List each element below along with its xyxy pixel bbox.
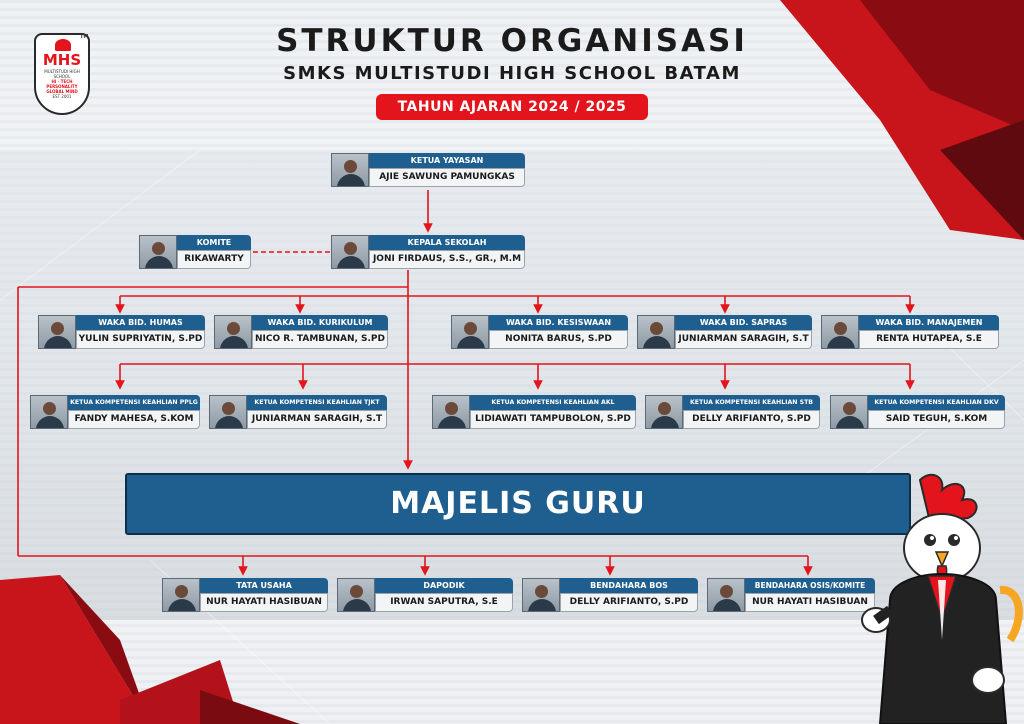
node-role: WAKA BID. MANAJEMEN	[859, 315, 999, 330]
node-kk-dkv: KETUA KOMPETENSI KEAHLIAN DKV SAID TEGUH…	[830, 395, 1005, 429]
node-waka-sapras: WAKA BID. SAPRAS JUNIARMAN SARAGIH, S.T	[637, 315, 812, 349]
node-role: KEPALA SEKOLAH	[369, 235, 525, 250]
node-name: JONI FIRDAUS, S.S., GR., M.M	[369, 250, 525, 269]
node-name: JUNIARMAN SARAGIH, S.T	[675, 330, 812, 349]
node-role: WAKA BID. KURIKULUM	[252, 315, 388, 330]
year-badge: TAHUN AJARAN 2024 / 2025	[375, 94, 649, 120]
photo-placeholder-icon	[214, 315, 252, 349]
school-shield-logo-icon: MHS MULTISTUDI HIGH SCHOOL HI - TECH PER…	[34, 33, 90, 115]
node-name: NUR HAYATI HASIBUAN	[200, 593, 328, 612]
node-name: LIDIAWATI TAMPUBOLON, S.PD	[470, 410, 636, 429]
node-role: KETUA KOMPETENSI KEAHLIAN PPLG	[68, 395, 200, 410]
photo-placeholder-icon	[645, 395, 683, 429]
node-komite: KOMITE RIKAWARTY	[139, 235, 251, 269]
majelis-guru-box: MAJELIS GURU	[125, 473, 911, 535]
node-name: SAID TEGUH, S.KOM	[868, 410, 1005, 429]
photo-placeholder-icon	[331, 153, 369, 187]
photo-placeholder-icon	[337, 578, 375, 612]
logo-line-4: GLOBAL MIND	[46, 89, 78, 94]
node-kk-tjkt: KETUA KOMPETENSI KEAHLIAN TJKT JUNIARMAN…	[209, 395, 387, 429]
photo-placeholder-icon	[162, 578, 200, 612]
node-ketua-yayasan: KETUA YAYASAN AJIE SAWUNG PAMUNGKAS	[331, 153, 525, 187]
photo-placeholder-icon	[139, 235, 177, 269]
node-waka-kurikulum: WAKA BID. KURIKULUM NICO R. TAMBUNAN, S.…	[214, 315, 388, 349]
node-role: WAKA BID. HUMAS	[76, 315, 205, 330]
photo-placeholder-icon	[830, 395, 868, 429]
node-waka-kesiswaan: WAKA BID. KESISWAAN NONITA BARUS, S.PD	[451, 315, 628, 349]
rooster-mascot-icon	[861, 473, 1023, 724]
node-kepala-sekolah: KEPALA SEKOLAH JONI FIRDAUS, S.S., GR., …	[331, 235, 525, 269]
logo-line-3: PERSONALITY	[46, 84, 78, 89]
node-role: BENDAHARA OSIS/KOMITE	[745, 578, 875, 593]
node-name: IRWAN SAPUTRA, S.E	[375, 593, 513, 612]
node-role: KETUA YAYASAN	[369, 153, 525, 168]
node-role: WAKA BID. KESISWAAN	[489, 315, 628, 330]
node-role: BENDAHARA BOS	[560, 578, 698, 593]
photo-placeholder-icon	[38, 315, 76, 349]
logo-line-1: MULTISTUDI HIGH SCHOOL	[44, 69, 80, 79]
photo-placeholder-icon	[209, 395, 247, 429]
node-name: YULIN SUPRIYATIN, S.PD	[76, 330, 205, 349]
logo-line-2: HI - TECH	[51, 79, 73, 84]
node-name: FANDY MAHESA, S.KOM	[68, 410, 200, 429]
node-kk-akl: KETUA KOMPETENSI KEAHLIAN AKL LIDIAWATI …	[432, 395, 636, 429]
background-building-photo	[0, 150, 1024, 620]
node-role: KETUA KOMPETENSI KEAHLIAN TJKT	[247, 395, 387, 410]
node-name: NICO R. TAMBUNAN, S.PD	[252, 330, 388, 349]
photo-placeholder-icon	[432, 395, 470, 429]
photo-placeholder-icon	[30, 395, 68, 429]
rooster-comb-icon	[55, 39, 71, 51]
node-role: KETUA KOMPETENSI KEAHLIAN AKL	[470, 395, 636, 410]
node-role: WAKA BID. SAPRAS	[675, 315, 812, 330]
photo-placeholder-icon	[451, 315, 489, 349]
node-role: KETUA KOMPETENSI KEAHLIAN DKV	[868, 395, 1005, 410]
node-role: KETUA KOMPETENSI KEAHLIAN STB	[683, 395, 820, 410]
logo-mark: MHS	[42, 51, 82, 69]
node-name: DELLY ARIFIANTO, S.PD	[683, 410, 820, 429]
node-name: DELLY ARIFIANTO, S.PD	[560, 593, 698, 612]
node-name: RENTA HUTAPEA, S.E	[859, 330, 999, 349]
node-name: RIKAWARTY	[177, 250, 251, 269]
node-waka-manajemen: WAKA BID. MANAJEMEN RENTA HUTAPEA, S.E	[821, 315, 999, 349]
page-title: STRUKTUR ORGANISASI	[276, 23, 748, 59]
logo-trademark: TM	[80, 34, 89, 40]
node-tata-usaha: TATA USAHA NUR HAYATI HASIBUAN	[162, 578, 328, 612]
node-name: NONITA BARUS, S.PD	[489, 330, 628, 349]
node-name: NUR HAYATI HASIBUAN	[745, 593, 875, 612]
logo-line-5: EST 2001	[52, 94, 72, 99]
photo-placeholder-icon	[821, 315, 859, 349]
photo-placeholder-icon	[331, 235, 369, 269]
node-kk-stb: KETUA KOMPETENSI KEAHLIAN STB DELLY ARIF…	[645, 395, 820, 429]
node-role: DAPODIK	[375, 578, 513, 593]
page-subtitle: SMKS MULTISTUDI HIGH SCHOOL BATAM	[283, 63, 741, 84]
header: STRUKTUR ORGANISASI SMKS MULTISTUDI HIGH…	[0, 22, 1024, 120]
node-name: AJIE SAWUNG PAMUNGKAS	[369, 168, 525, 187]
photo-placeholder-icon	[522, 578, 560, 612]
node-role: KOMITE	[177, 235, 251, 250]
node-name: JUNIARMAN SARAGIH, S.T	[247, 410, 387, 429]
node-waka-humas: WAKA BID. HUMAS YULIN SUPRIYATIN, S.PD	[38, 315, 205, 349]
node-bendahara-osis: BENDAHARA OSIS/KOMITE NUR HAYATI HASIBUA…	[707, 578, 875, 612]
photo-placeholder-icon	[707, 578, 745, 612]
photo-placeholder-icon	[637, 315, 675, 349]
node-kk-pplg: KETUA KOMPETENSI KEAHLIAN PPLG FANDY MAH…	[30, 395, 200, 429]
node-dapodik: DAPODIK IRWAN SAPUTRA, S.E	[337, 578, 513, 612]
node-role: TATA USAHA	[200, 578, 328, 593]
node-bendahara-bos: BENDAHARA BOS DELLY ARIFIANTO, S.PD	[522, 578, 698, 612]
